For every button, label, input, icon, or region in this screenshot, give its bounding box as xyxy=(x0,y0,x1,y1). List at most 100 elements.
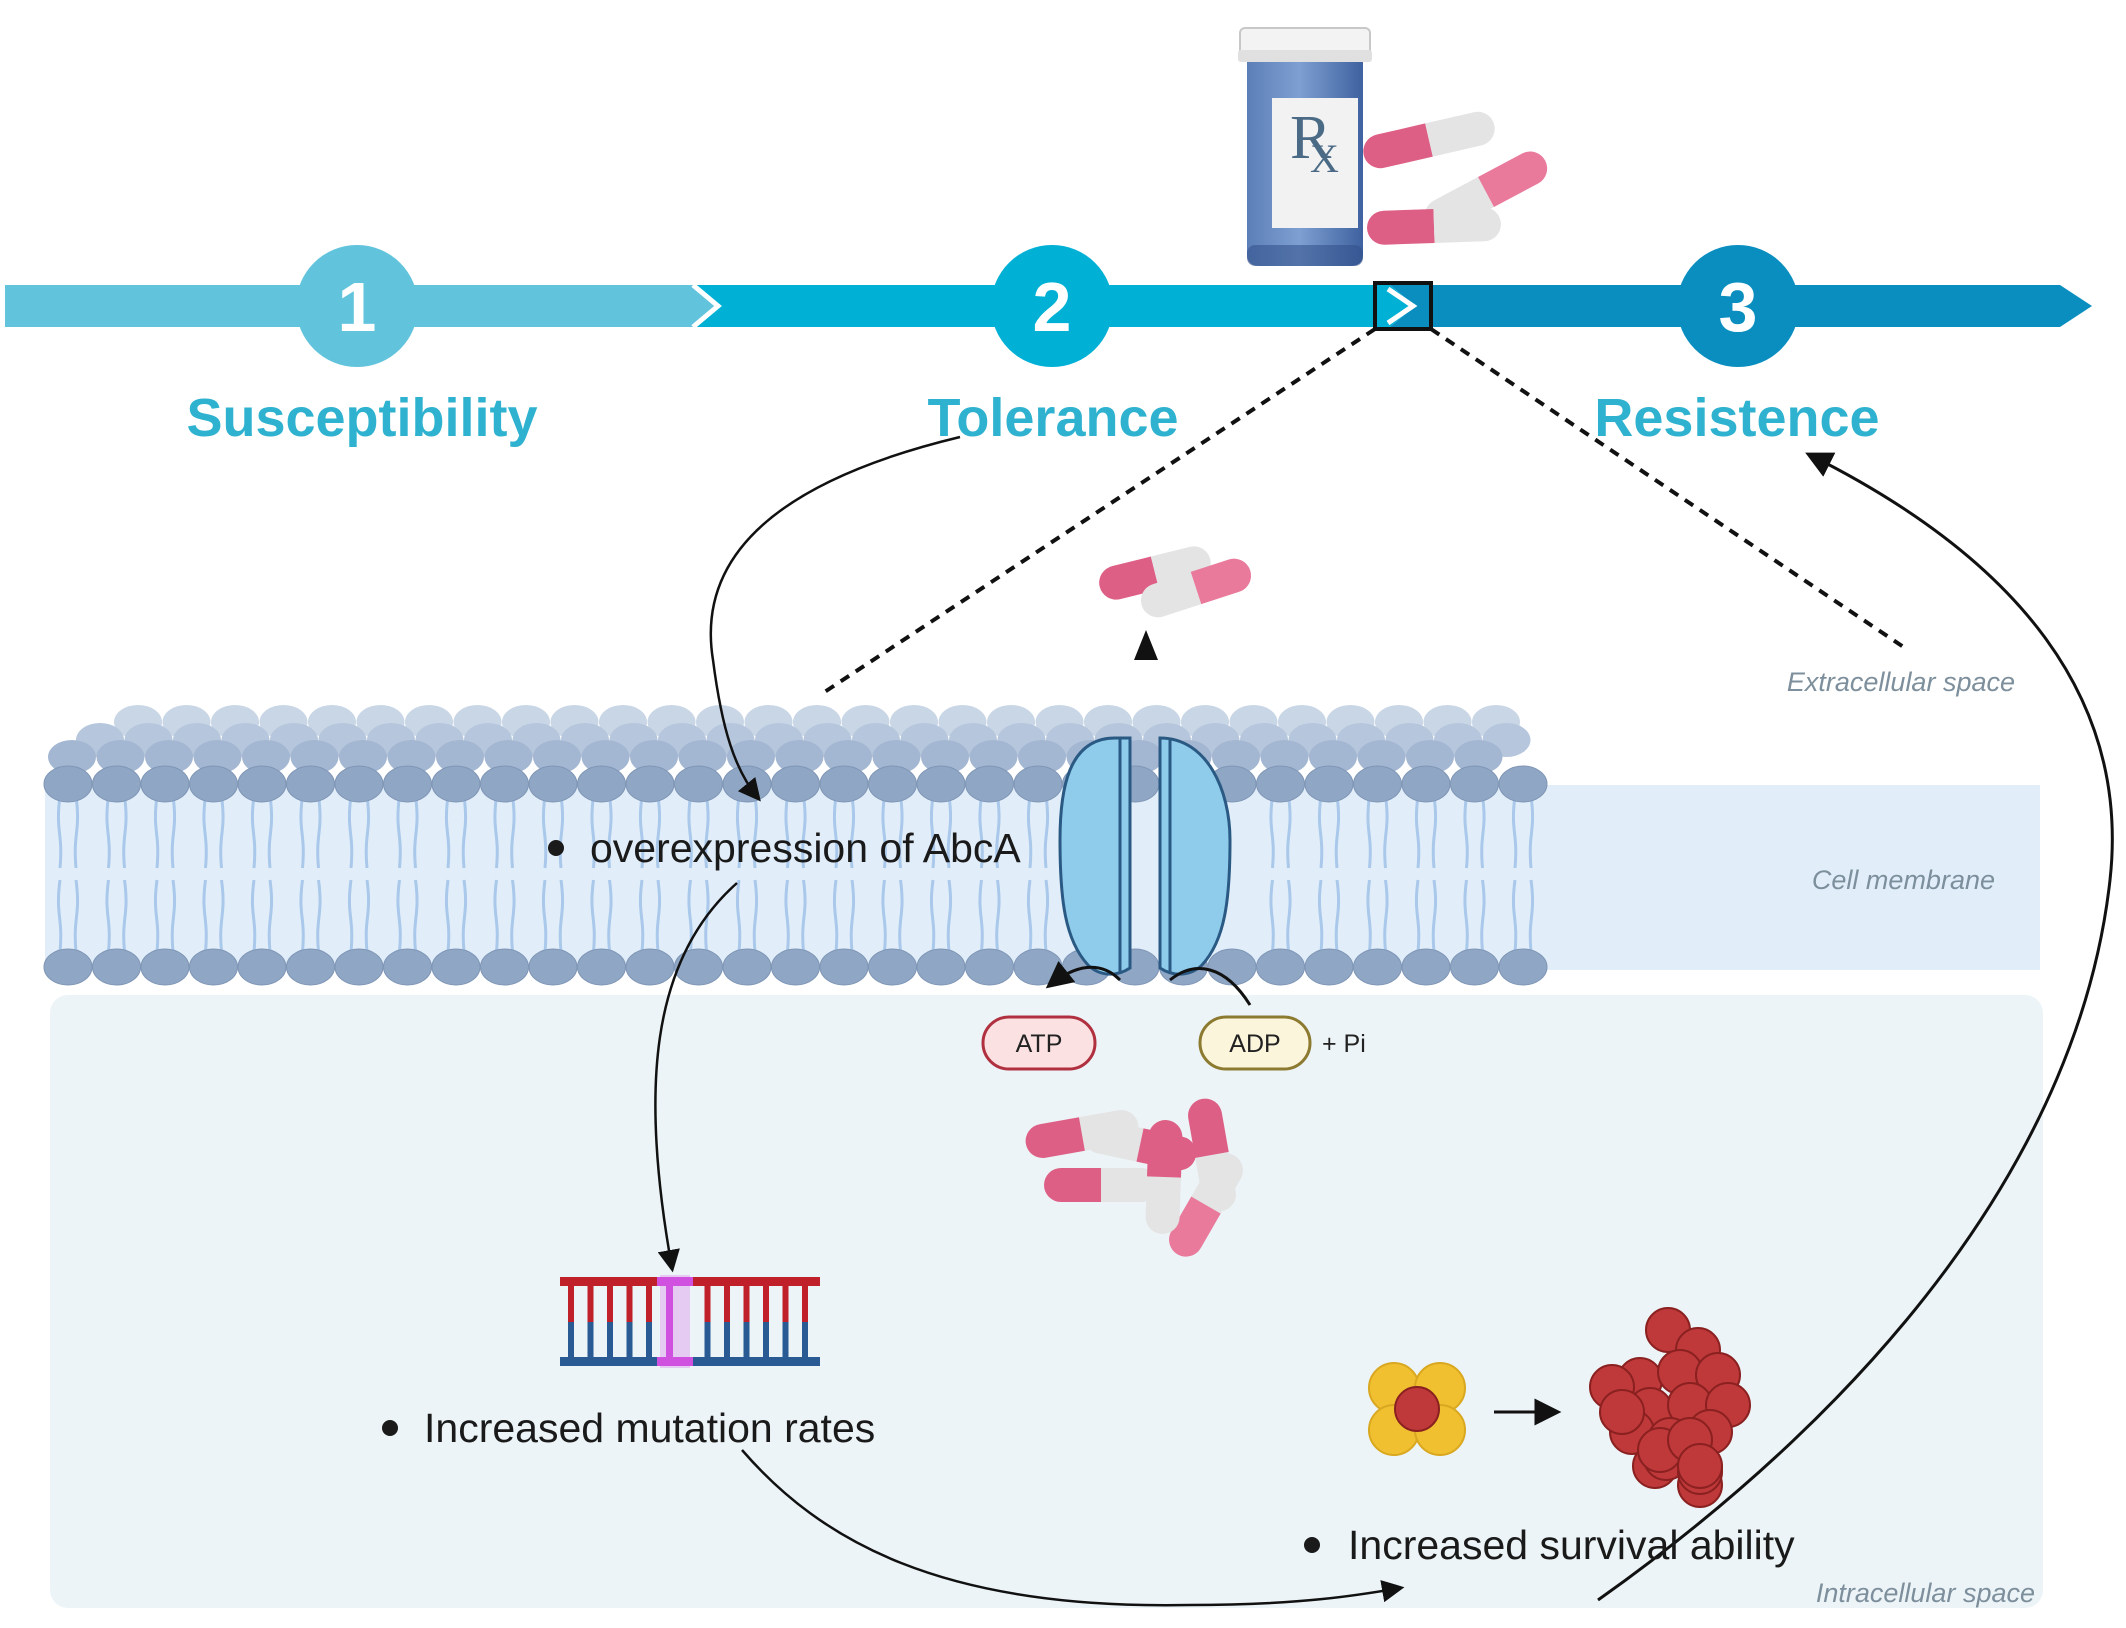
red-cell xyxy=(1599,1389,1645,1435)
lipid-tail xyxy=(1286,879,1292,953)
lipid-head xyxy=(1018,740,1066,774)
lipid-head xyxy=(431,948,481,986)
rx-label: R xyxy=(1290,104,1332,172)
lipid-tail xyxy=(1286,795,1292,869)
lipid-tail xyxy=(73,879,80,953)
lipid-head xyxy=(96,740,145,774)
stage-1-number: 1 xyxy=(338,268,377,346)
lipid-tail xyxy=(638,795,645,869)
lipid-head xyxy=(286,948,335,986)
survival-bullet-text: Increased survival ability xyxy=(1348,1522,1795,1568)
abca-bullet-text: overexpression of AbcA xyxy=(590,825,1021,871)
lipid-tail xyxy=(493,795,499,869)
lipid-tail xyxy=(590,879,596,953)
dna-rung xyxy=(626,1286,633,1322)
lipid-tail xyxy=(1511,879,1518,953)
lipid-tail xyxy=(558,795,565,869)
lipid-tail xyxy=(638,879,645,953)
lipid-head xyxy=(1401,948,1451,986)
stage-2-number: 2 xyxy=(1033,268,1072,346)
lipid-head xyxy=(868,765,917,803)
lipid-tail xyxy=(1528,795,1535,869)
intracellular-label: Intracellular space xyxy=(1816,1578,2035,1608)
lipid-tail xyxy=(1383,795,1389,869)
lipid-tail xyxy=(396,879,402,953)
lipid-tail xyxy=(929,795,936,869)
lipid-head xyxy=(43,948,93,986)
dna-mutation-icon xyxy=(560,1275,820,1368)
dna-rung xyxy=(646,1286,652,1322)
lipid-head xyxy=(1256,765,1305,803)
lipid-head xyxy=(916,765,966,803)
lipid-head xyxy=(868,948,917,986)
dna-rung xyxy=(724,1322,730,1358)
bullet-dot xyxy=(1304,1537,1320,1553)
dna-rung xyxy=(782,1322,789,1358)
zoom-box-chevron xyxy=(1386,286,1418,326)
membrane-label: Cell membrane xyxy=(1812,865,1995,895)
lipid-tail xyxy=(978,879,984,953)
atp-label: ATP xyxy=(1016,1030,1063,1058)
lipid-tail xyxy=(347,879,354,953)
lipid-head xyxy=(722,948,772,986)
membrane-band xyxy=(45,785,2040,970)
lipid-tail xyxy=(978,795,984,869)
lipid-head xyxy=(630,740,678,774)
abca-efflux-pump-icon xyxy=(1045,736,1252,1006)
lipid-head xyxy=(1212,740,1260,774)
lipid-tail xyxy=(105,795,111,869)
lipid-tail xyxy=(444,795,451,869)
dna-rung xyxy=(763,1286,769,1322)
lipid-tail xyxy=(153,879,160,953)
lipid-tail xyxy=(364,795,371,869)
lipid-tail xyxy=(461,795,468,869)
lipid-tail xyxy=(250,879,257,953)
yellow-cell-cluster-icon xyxy=(1368,1362,1466,1456)
dna-rung xyxy=(704,1286,711,1322)
lipid-head xyxy=(771,765,820,803)
lipid-tail xyxy=(461,879,468,953)
lipid-tail xyxy=(1431,879,1438,953)
lipid-tail xyxy=(752,879,759,953)
lipid-tail xyxy=(1317,795,1324,869)
lipid-head xyxy=(577,765,626,803)
lipid-head xyxy=(1498,948,1548,986)
lipid-tail xyxy=(849,795,856,869)
dna-rung xyxy=(743,1322,750,1358)
abca-to-mutation-arrow xyxy=(654,882,738,1273)
lipid-tail xyxy=(607,795,613,869)
lipid-head xyxy=(1353,948,1402,986)
lipid-tail xyxy=(946,795,953,869)
lipid-tail xyxy=(801,879,807,953)
lipid-head xyxy=(775,740,824,774)
lipid-tail xyxy=(995,795,1001,869)
lipid-head xyxy=(1498,765,1548,803)
rx-subscript: X xyxy=(1310,136,1339,181)
lipid-head xyxy=(189,765,238,803)
lipid-head xyxy=(431,765,481,803)
capsule-icon xyxy=(1169,1153,1243,1257)
lipid-head xyxy=(145,740,193,774)
lipid-head xyxy=(189,948,238,986)
cell-membrane xyxy=(43,705,2040,986)
lipid-head xyxy=(969,740,1018,774)
lipid-tail xyxy=(735,879,742,953)
dna-rung xyxy=(646,1322,652,1358)
lipid-head xyxy=(480,765,529,803)
capsule-icon xyxy=(1141,558,1251,618)
lipid-tail xyxy=(541,795,548,869)
lipid-tail xyxy=(153,795,160,869)
lipid-head xyxy=(242,740,290,774)
extracellular-label: Extracellular space xyxy=(1787,667,2015,697)
lipid-tail xyxy=(1269,795,1275,869)
bullet-dot xyxy=(548,840,564,856)
lipid-tail xyxy=(267,795,274,869)
membrane-lipid-tails xyxy=(56,795,1535,953)
lipid-head xyxy=(436,740,484,774)
lipid-head xyxy=(678,740,727,774)
lipid-head xyxy=(824,740,872,774)
stage-2-label: Tolerance xyxy=(927,388,1178,448)
lipid-head xyxy=(965,765,1014,803)
dna-rung xyxy=(802,1322,808,1358)
lipid-tail xyxy=(1366,795,1372,869)
